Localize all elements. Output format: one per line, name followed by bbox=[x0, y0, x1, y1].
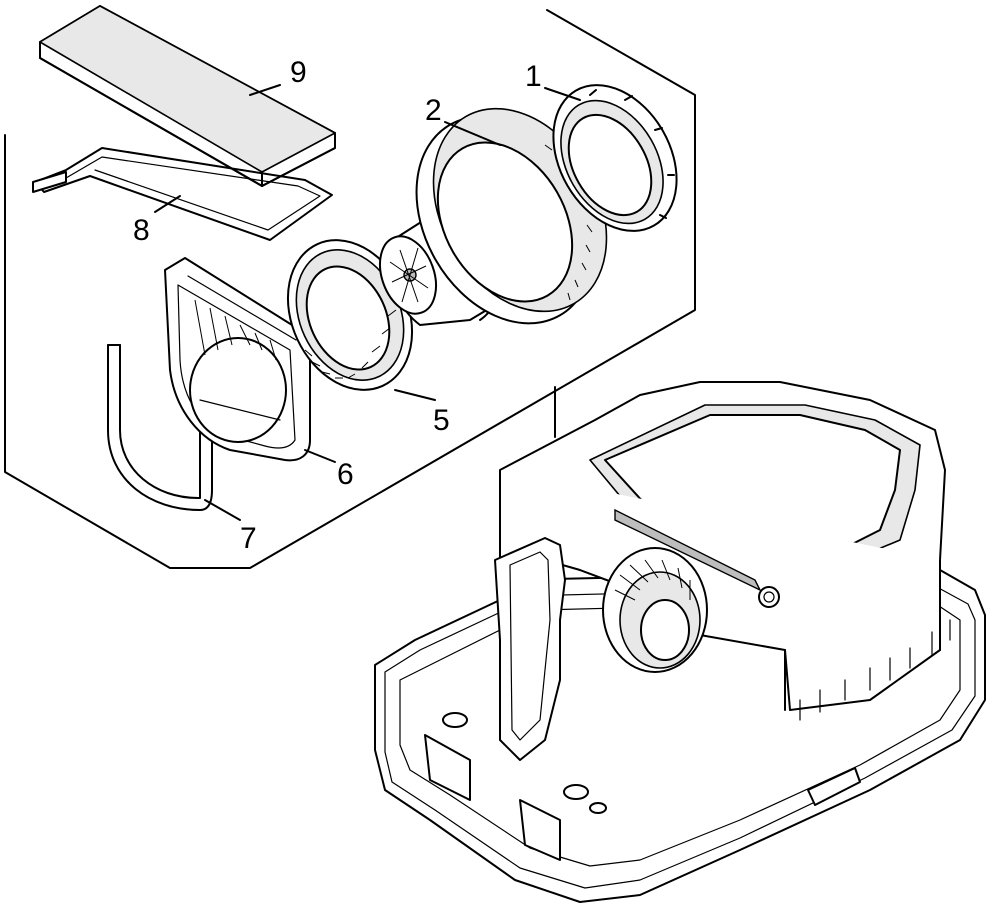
leader-8 bbox=[154, 195, 181, 213]
leader-lines bbox=[154, 84, 581, 521]
leader-1 bbox=[544, 87, 581, 101]
callouts: 1 2 5 6 7 8 9 bbox=[133, 56, 542, 555]
part-2-housing bbox=[415, 107, 608, 325]
part-8-seal bbox=[32, 147, 333, 241]
callout-5: 5 bbox=[433, 404, 450, 437]
part-6-holder bbox=[164, 257, 311, 462]
callout-2: 2 bbox=[425, 94, 442, 127]
callout-7: 7 bbox=[240, 522, 257, 555]
leader-6 bbox=[304, 449, 336, 463]
leader-9 bbox=[249, 84, 281, 96]
callout-6: 6 bbox=[337, 458, 354, 491]
part-1-ring bbox=[552, 84, 678, 232]
leader-5 bbox=[394, 389, 436, 401]
callout-1: 1 bbox=[525, 60, 542, 93]
base-housing bbox=[374, 381, 986, 903]
callout-8: 8 bbox=[133, 214, 150, 247]
callout-9: 9 bbox=[290, 56, 307, 89]
exploded-view-frame bbox=[4, 9, 696, 569]
part-9-cover bbox=[39, 5, 336, 187]
leader-2 bbox=[444, 121, 501, 146]
leader-7 bbox=[204, 499, 241, 521]
